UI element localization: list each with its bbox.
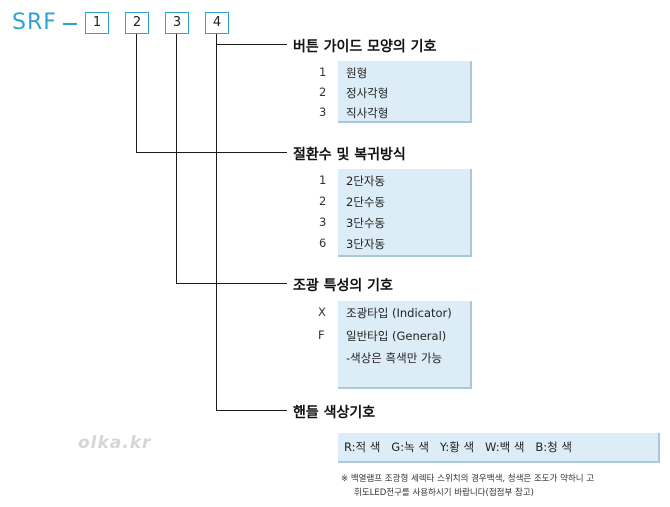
section-2-item-1: 2단자동 <box>346 174 386 188</box>
section-3-heading: 조광 특성의 기호 <box>293 278 393 294</box>
section-1-item-1: 원형 <box>346 66 368 80</box>
code-box-4: 4 <box>205 12 229 34</box>
section-2-heading: 절환수 및 복귀방식 <box>293 147 406 163</box>
section-1-code-1: 1 <box>319 65 327 79</box>
section-2-item-4: 3단자동 <box>346 237 386 251</box>
code-box-3: 3 <box>165 12 189 34</box>
code-box-2: 2 <box>125 12 149 34</box>
section-2-code-2: 2 <box>319 194 327 208</box>
connector-box2-vertical <box>176 34 177 283</box>
footnote-line-1: ※ 백열램프 조광형 세렉타 스위치의 경우백색, 청색은 조도가 약하니 고 <box>341 474 595 484</box>
section-1-panel <box>338 61 472 123</box>
watermark-logo: olka.kr <box>78 433 152 453</box>
section-3-code-2: F <box>318 328 325 342</box>
section-3-item-1: 조광타입 (Indicator) <box>346 306 452 320</box>
code-dash <box>63 23 77 25</box>
section-2-item-2: 2단수동 <box>346 195 386 209</box>
section-1-code-2: 2 <box>319 85 327 99</box>
section-2-code-4: 6 <box>319 236 327 250</box>
connector-box1-vertical <box>136 34 137 152</box>
section-4-heading: 핸들 색상기호 <box>293 405 376 421</box>
section-3-panel <box>338 301 472 389</box>
connector-box4-stub <box>216 34 217 44</box>
section-1-item-2: 정사각형 <box>346 86 389 100</box>
section-1-item-3: 직사각형 <box>346 106 389 120</box>
section-2-code-3: 3 <box>319 215 327 229</box>
section-2-panel <box>338 169 472 257</box>
footnote-line-2: 휘도LED전구를 사용하시기 바랍니다(접점부 참고) <box>354 488 534 498</box>
section-2-code-1: 1 <box>319 173 327 187</box>
section-1-heading: 버튼 가이드 모양의 기호 <box>293 39 437 55</box>
section-3-item-3: -색상은 흑색만 가능 <box>346 351 443 365</box>
connector-box3-vertical <box>216 44 217 410</box>
section-3-code-1: X <box>318 305 326 319</box>
handle-color-codes: R:적 색 G:녹 색 Y:황 색 W:백 색 B:청 색 <box>338 433 660 463</box>
connector-section-1 <box>216 44 287 45</box>
code-prefix: SRF <box>12 10 57 35</box>
section-2-item-3: 3단수동 <box>346 216 386 230</box>
section-1-code-3: 3 <box>319 105 327 119</box>
connector-section-2 <box>136 152 287 153</box>
section-3-item-2: 일반타입 (General) <box>346 329 447 343</box>
code-box-1: 1 <box>85 12 109 34</box>
connector-section-3 <box>176 283 287 284</box>
connector-section-4 <box>216 410 287 411</box>
